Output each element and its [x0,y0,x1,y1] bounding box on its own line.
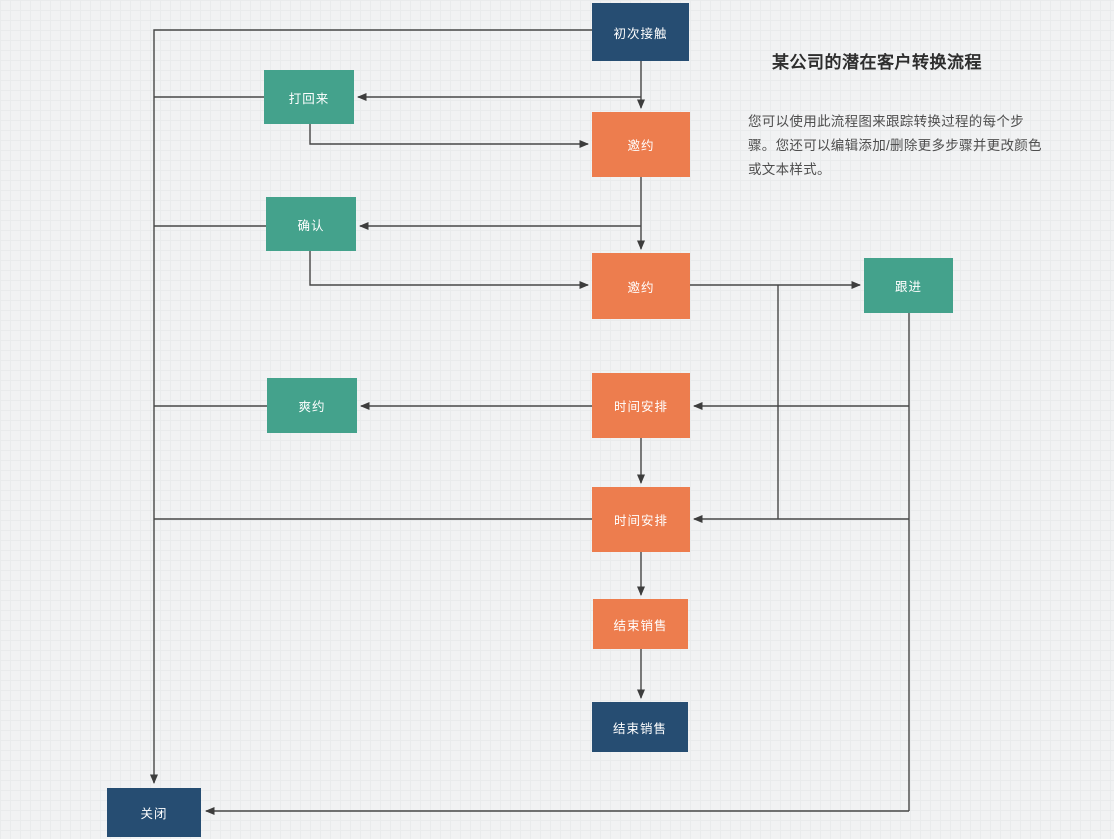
node-close-sale-1[interactable]: 结束销售 [593,599,688,649]
node-schedule-1[interactable]: 时间安排 [592,373,690,438]
node-label: 邀约 [627,280,655,295]
node-first-contact[interactable]: 初次接触 [592,3,689,61]
diagram-title: 某公司的潜在客户转换流程 [772,53,982,72]
node-label: 跟进 [894,280,922,294]
node-label: 初次接触 [613,26,668,41]
node-label: 时间安排 [613,400,668,414]
node-close-sale-2[interactable]: 结束销售 [592,702,688,752]
node-label: 确认 [297,218,325,233]
node-invite-2[interactable]: 邀约 [592,253,690,319]
node-label: 爽约 [298,400,326,414]
node-schedule-2[interactable]: 时间安排 [592,487,690,552]
node-label: 时间安排 [613,514,668,528]
node-invite-1[interactable]: 邀约 [592,112,690,177]
diagram-description: 您可以使用此流程图来跟踪转换过程的每个步骤。您还可以编辑添加/删除更多步骤并更改… [748,114,1042,177]
node-confirm[interactable]: 确认 [266,197,356,251]
node-call-back[interactable]: 打回来 [264,70,354,124]
node-label: 邀约 [627,139,655,153]
node-follow-up[interactable]: 跟进 [864,258,953,313]
node-label: 结束销售 [612,721,667,736]
node-no-show[interactable]: 爽约 [267,378,357,433]
node-label: 打回来 [288,91,330,106]
node-label: 结束销售 [613,618,668,633]
node-label: 关闭 [140,807,168,821]
node-close[interactable]: 关闭 [107,788,201,837]
